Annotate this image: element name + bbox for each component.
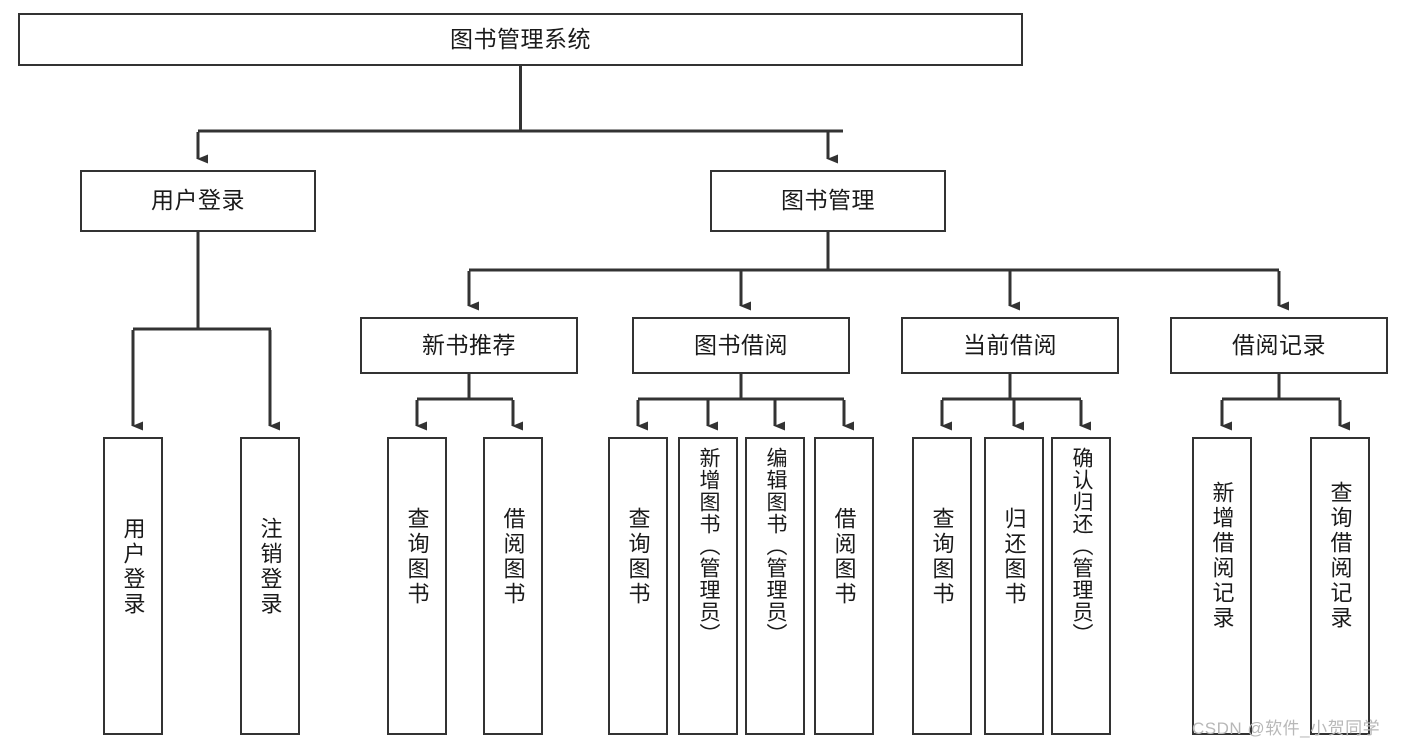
node-leaf-query-book-3[interactable]: 查询图书 xyxy=(912,437,972,735)
node-leaf-query-book-2-label: 查询图书 xyxy=(625,507,651,607)
node-borrow-record-label: 借阅记录 xyxy=(1232,331,1326,358)
node-leaf-add-book-label: 新增图书（管理员） xyxy=(697,447,721,645)
node-leaf-query-book-1-label: 查询图书 xyxy=(404,507,430,607)
node-leaf-logout-label: 注销登录 xyxy=(257,517,283,617)
node-leaf-borrow-book-1[interactable]: 借阅图书 xyxy=(483,437,543,735)
node-leaf-borrow-book-2[interactable]: 借阅图书 xyxy=(814,437,874,735)
node-leaf-user-login[interactable]: 用户登录 xyxy=(103,437,163,735)
node-leaf-edit-book-label: 编辑图书（管理员） xyxy=(764,447,788,645)
node-leaf-add-record-label: 新增借阅记录 xyxy=(1209,481,1235,631)
node-leaf-logout[interactable]: 注销登录 xyxy=(240,437,300,735)
node-leaf-add-record[interactable]: 新增借阅记录 xyxy=(1192,437,1252,735)
node-book-borrow-label: 图书借阅 xyxy=(694,331,788,358)
node-new-book-rec[interactable]: 新书推荐 xyxy=(360,317,578,374)
node-root[interactable]: 图书管理系统 xyxy=(18,13,1023,66)
node-leaf-query-record[interactable]: 查询借阅记录 xyxy=(1310,437,1370,735)
node-leaf-edit-book[interactable]: 编辑图书（管理员） xyxy=(745,437,805,735)
node-leaf-query-book-1[interactable]: 查询图书 xyxy=(387,437,447,735)
node-book-borrow[interactable]: 图书借阅 xyxy=(632,317,850,374)
node-leaf-query-record-label: 查询借阅记录 xyxy=(1327,481,1353,631)
node-leaf-return-book[interactable]: 归还图书 xyxy=(984,437,1044,735)
node-user-login[interactable]: 用户登录 xyxy=(80,170,316,232)
node-current-borrow[interactable]: 当前借阅 xyxy=(901,317,1119,374)
node-leaf-return-book-label: 归还图书 xyxy=(1001,507,1027,607)
node-borrow-record[interactable]: 借阅记录 xyxy=(1170,317,1388,374)
node-user-login-label: 用户登录 xyxy=(151,187,245,214)
node-book-manage-label: 图书管理 xyxy=(781,187,875,214)
node-new-book-rec-label: 新书推荐 xyxy=(422,331,516,358)
node-current-borrow-label: 当前借阅 xyxy=(963,331,1057,358)
node-leaf-query-book-3-label: 查询图书 xyxy=(929,507,955,607)
node-leaf-borrow-book-1-label: 借阅图书 xyxy=(500,507,526,607)
node-leaf-confirm-return-label: 确认归还（管理员） xyxy=(1070,447,1094,645)
node-book-manage[interactable]: 图书管理 xyxy=(710,170,946,232)
node-root-label: 图书管理系统 xyxy=(450,25,591,52)
node-leaf-confirm-return[interactable]: 确认归还（管理员） xyxy=(1051,437,1111,735)
node-leaf-user-login-label: 用户登录 xyxy=(120,517,146,617)
node-leaf-query-book-2[interactable]: 查询图书 xyxy=(608,437,668,735)
node-leaf-borrow-book-2-label: 借阅图书 xyxy=(831,507,857,607)
csdn-watermark: CSDN @软件_小贺同学 xyxy=(1192,719,1381,738)
node-leaf-add-book[interactable]: 新增图书（管理员） xyxy=(678,437,738,735)
